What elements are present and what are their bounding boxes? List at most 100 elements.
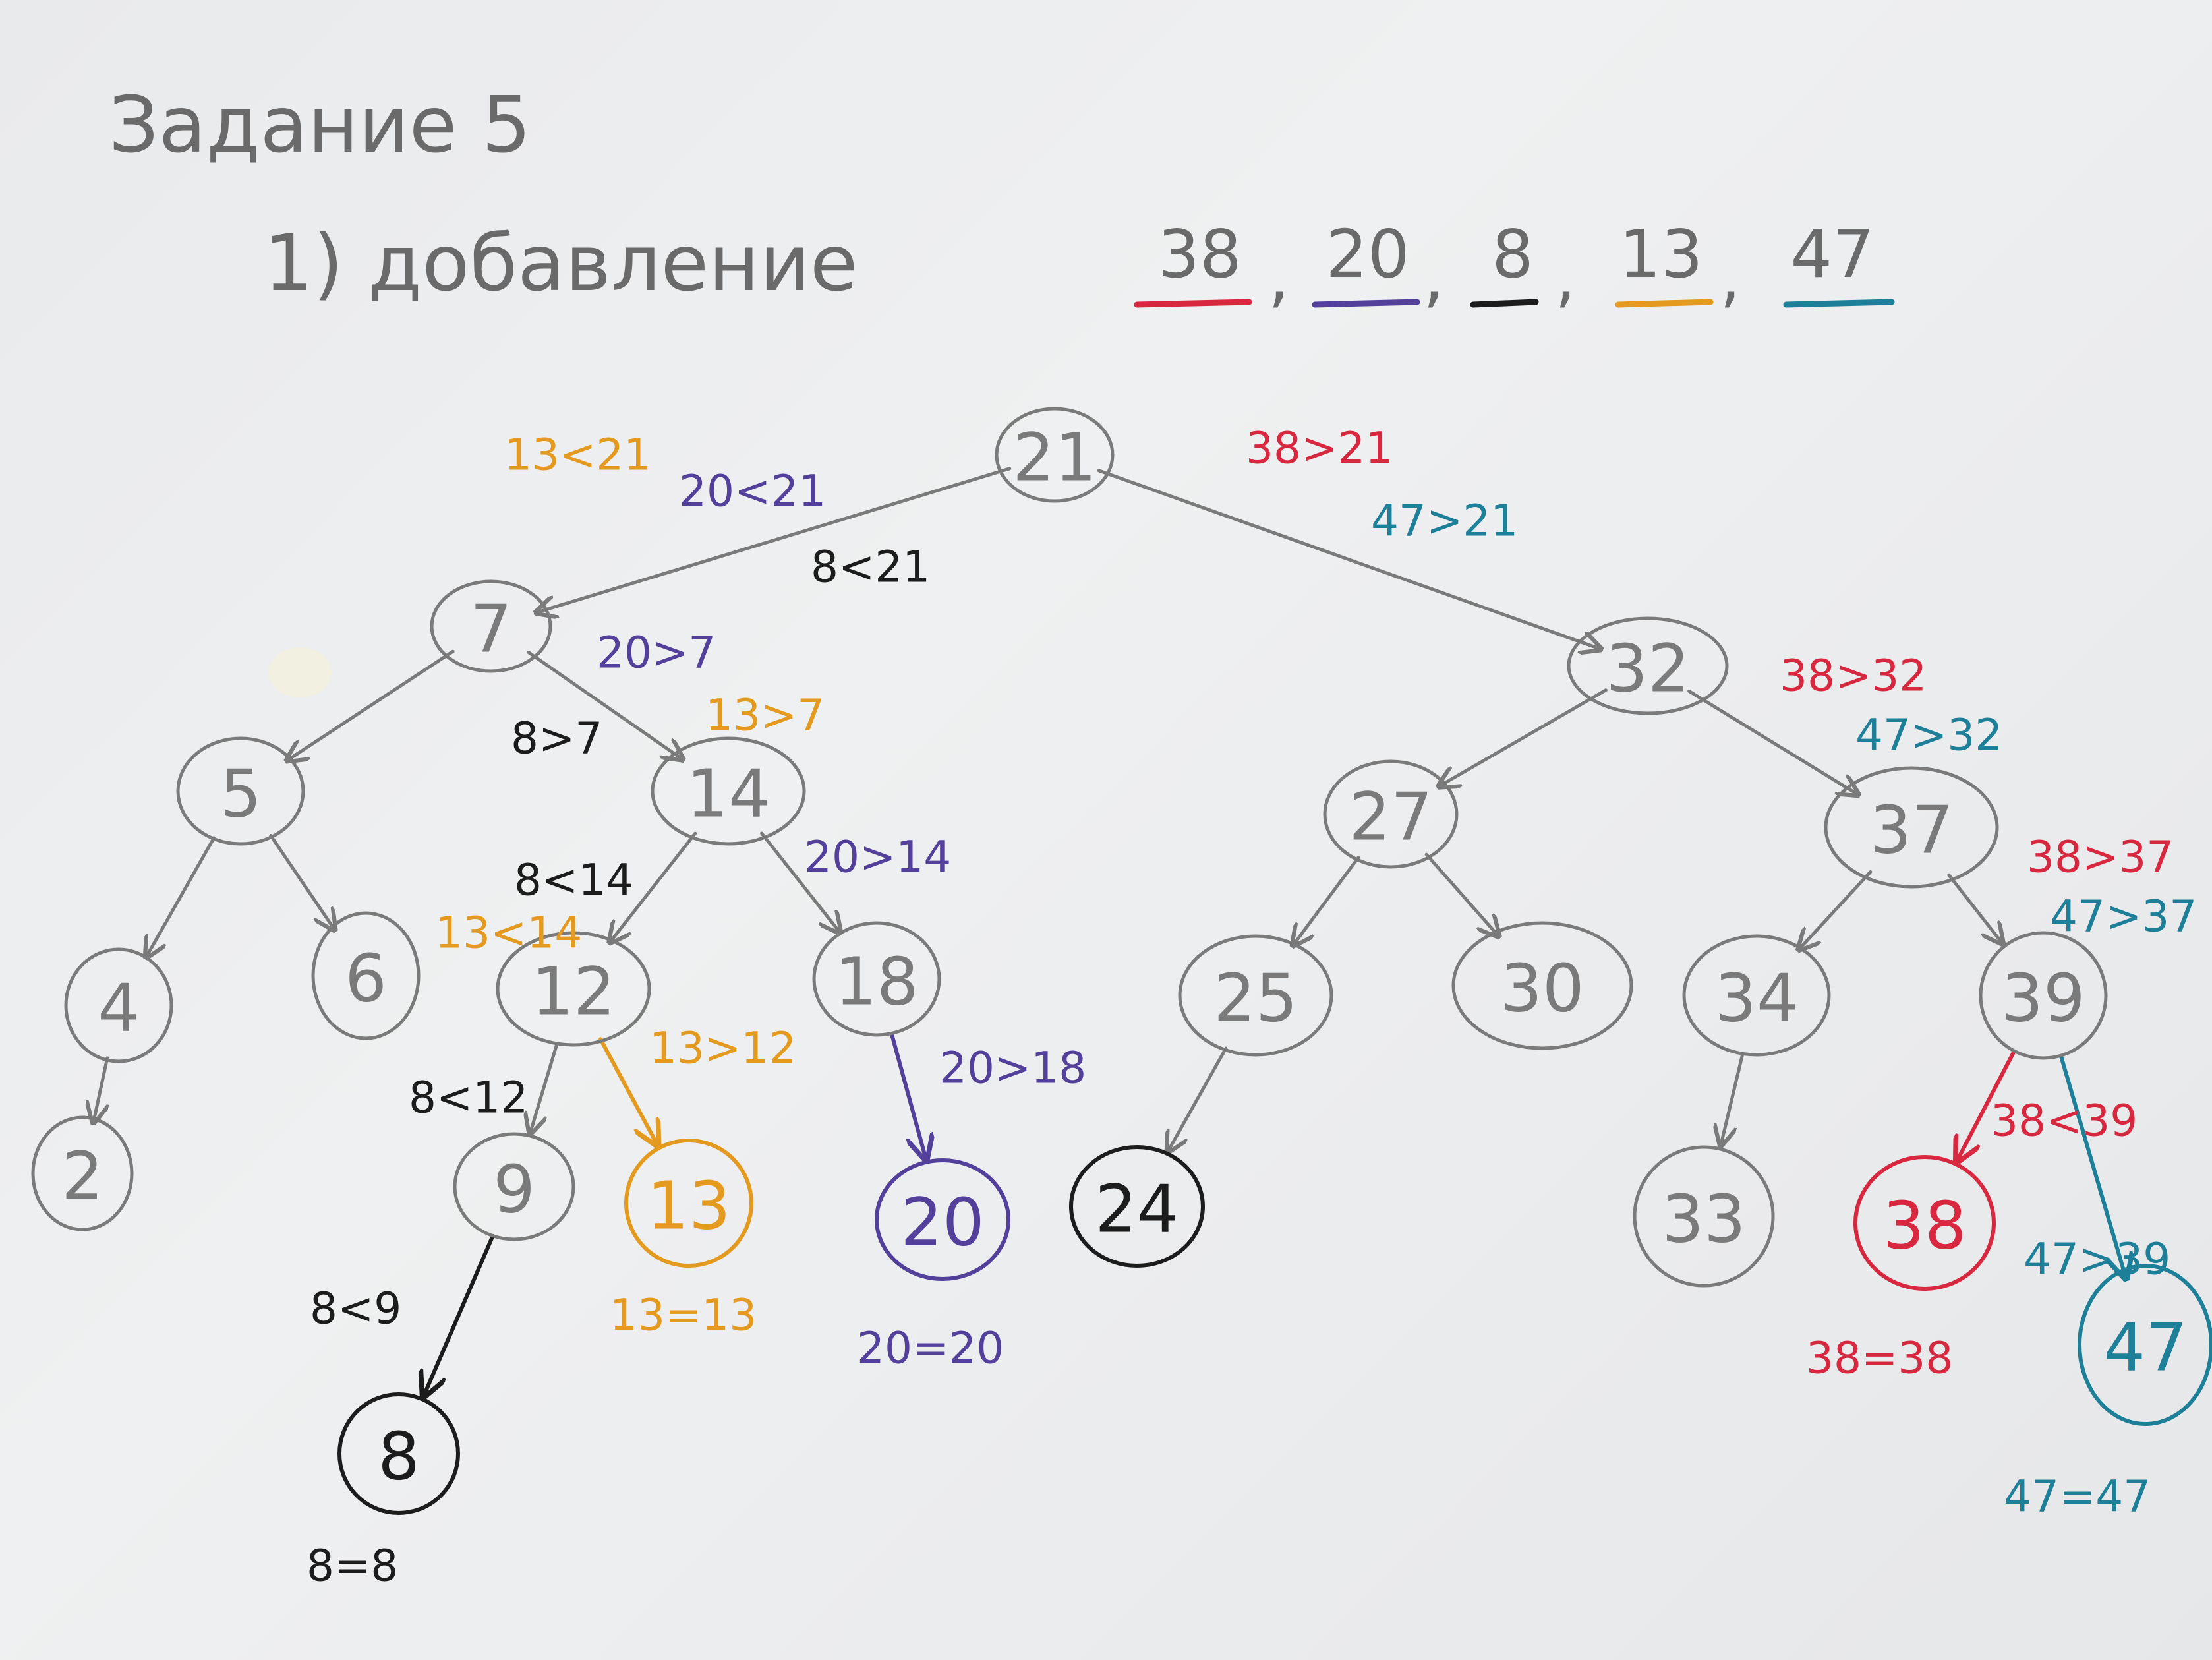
node-label: 2 — [61, 1138, 103, 1215]
node-circle — [2078, 1264, 2212, 1426]
comparison-note: 38>32 — [1780, 651, 1927, 701]
node-label: 24 — [1095, 1171, 1179, 1248]
tree-node-21: 21 — [995, 407, 1115, 503]
node-label: 8 — [378, 1418, 420, 1495]
underline-38 — [1134, 299, 1252, 308]
tree-node-4: 4 — [64, 947, 173, 1063]
node-label: 13 — [647, 1168, 730, 1245]
tree-node-32: 32 — [1567, 616, 1729, 715]
task-subtitle: 1) добавление — [264, 218, 858, 309]
insert-value-38: 38 — [1157, 216, 1241, 293]
tree-node-6: 6 — [311, 911, 421, 1040]
comparison-note: 8>7 — [511, 713, 602, 764]
edge-7-to-5 — [287, 649, 455, 761]
tree-node-7: 7 — [430, 579, 552, 673]
tree-node-27: 27 — [1323, 759, 1459, 869]
insert-sequence: 38 , 20 , 8 , 13 , 47 — [1134, 216, 1895, 316]
node-label: 37 — [1869, 792, 1953, 869]
tree-node-25: 25 — [1178, 934, 1333, 1057]
node-circle — [875, 1158, 1010, 1281]
node-circle — [1979, 931, 2108, 1060]
comparison-note: 47>39 — [2023, 1234, 2170, 1285]
tree-edges — [94, 467, 2126, 1397]
comparison-note: 47=47 — [2004, 1471, 2151, 1522]
comparison-note: 20>7 — [597, 628, 716, 678]
comparison-note: 47>32 — [1855, 710, 2002, 761]
underline-20 — [1312, 299, 1420, 308]
edge-4-to-2 — [94, 1056, 107, 1123]
node-label: 25 — [1213, 960, 1297, 1037]
tree-node-2: 2 — [31, 1115, 134, 1231]
node-label: 5 — [219, 756, 262, 833]
tree-node-5: 5 — [176, 736, 305, 846]
tree-node-20: 20 — [875, 1158, 1010, 1281]
node-label: 12 — [531, 953, 615, 1030]
node-circle — [311, 911, 421, 1040]
node-circle — [1824, 766, 1999, 889]
node-circle — [812, 921, 941, 1037]
tree-node-8: 8 — [337, 1392, 460, 1515]
comparison-note: 8=8 — [306, 1541, 398, 1591]
comparison-note: 8<9 — [310, 1284, 401, 1334]
edge-12-to-9 — [530, 1042, 559, 1134]
node-circle — [1567, 616, 1729, 715]
comparison-note: 8<21 — [811, 542, 930, 593]
tree-node-24: 24 — [1069, 1145, 1205, 1268]
comparison-note: 47>21 — [1371, 496, 1518, 547]
sequence-underlines — [1134, 299, 1895, 308]
node-label: 38 — [1882, 1187, 1966, 1264]
comparison-note: 47>37 — [2050, 891, 2197, 942]
node-label: 47 — [2103, 1309, 2187, 1386]
tree-node-38: 38 — [1853, 1155, 1996, 1291]
insert-value-8: 8 — [1492, 216, 1534, 293]
underline-8 — [1470, 299, 1539, 308]
node-label: 39 — [2001, 960, 2085, 1037]
node-circle — [1682, 934, 1831, 1057]
node-circle — [64, 947, 173, 1063]
comparison-note: 20=20 — [857, 1323, 1004, 1374]
tree-node-33: 33 — [1633, 1145, 1775, 1288]
tree-node-39: 39 — [1979, 931, 2108, 1060]
node-circle — [1178, 934, 1333, 1057]
node-label: 7 — [470, 591, 512, 668]
edge-37-to-39 — [1947, 873, 2003, 943]
edge-27-to-25 — [1293, 855, 1360, 945]
node-label: 9 — [493, 1151, 535, 1228]
sequence-comma: , — [1555, 239, 1576, 316]
edge-14-to-18 — [760, 831, 840, 933]
comparison-note: 20<21 — [679, 466, 826, 517]
node-circle — [337, 1392, 460, 1515]
comparison-note: 13<14 — [435, 908, 582, 959]
sequence-comma: , — [1268, 239, 1289, 316]
comparison-notes: 13<2120<218<2138>2147>2120>713>78>78<141… — [306, 423, 2197, 1591]
edge-27-to-30 — [1424, 852, 1499, 936]
sequence-comma: , — [1423, 239, 1444, 316]
tree-node-18: 18 — [812, 921, 941, 1037]
node-label: 20 — [900, 1184, 984, 1261]
edge-32-to-27 — [1439, 688, 1608, 786]
node-label: 14 — [686, 756, 770, 833]
comparison-note: 38=38 — [1806, 1333, 1953, 1384]
edge-39-to-47 — [2059, 1055, 2126, 1278]
comparison-note: 20>14 — [804, 832, 951, 883]
node-circle — [995, 407, 1115, 503]
edge-39-to-38 — [1957, 1050, 2016, 1162]
edge-14-to-12 — [610, 831, 697, 943]
node-label: 27 — [1349, 779, 1432, 856]
node-circle — [624, 1139, 753, 1268]
node-label: 6 — [345, 940, 387, 1017]
node-circle — [1633, 1145, 1775, 1288]
tree-node-47: 47 — [2078, 1264, 2212, 1426]
edge-9-to-8 — [424, 1233, 495, 1396]
node-label: 32 — [1606, 630, 1689, 707]
tree-node-37: 37 — [1824, 766, 1999, 889]
insert-value-20: 20 — [1325, 216, 1409, 293]
comparison-note: 20>18 — [939, 1043, 1086, 1094]
node-label: 30 — [1500, 950, 1584, 1027]
comparison-note: 8<12 — [409, 1073, 528, 1123]
comparison-note: 13=13 — [610, 1290, 757, 1341]
edge-32-to-37 — [1687, 689, 1859, 794]
edge-37-to-34 — [1799, 870, 1873, 950]
node-circle — [1451, 921, 1633, 1050]
